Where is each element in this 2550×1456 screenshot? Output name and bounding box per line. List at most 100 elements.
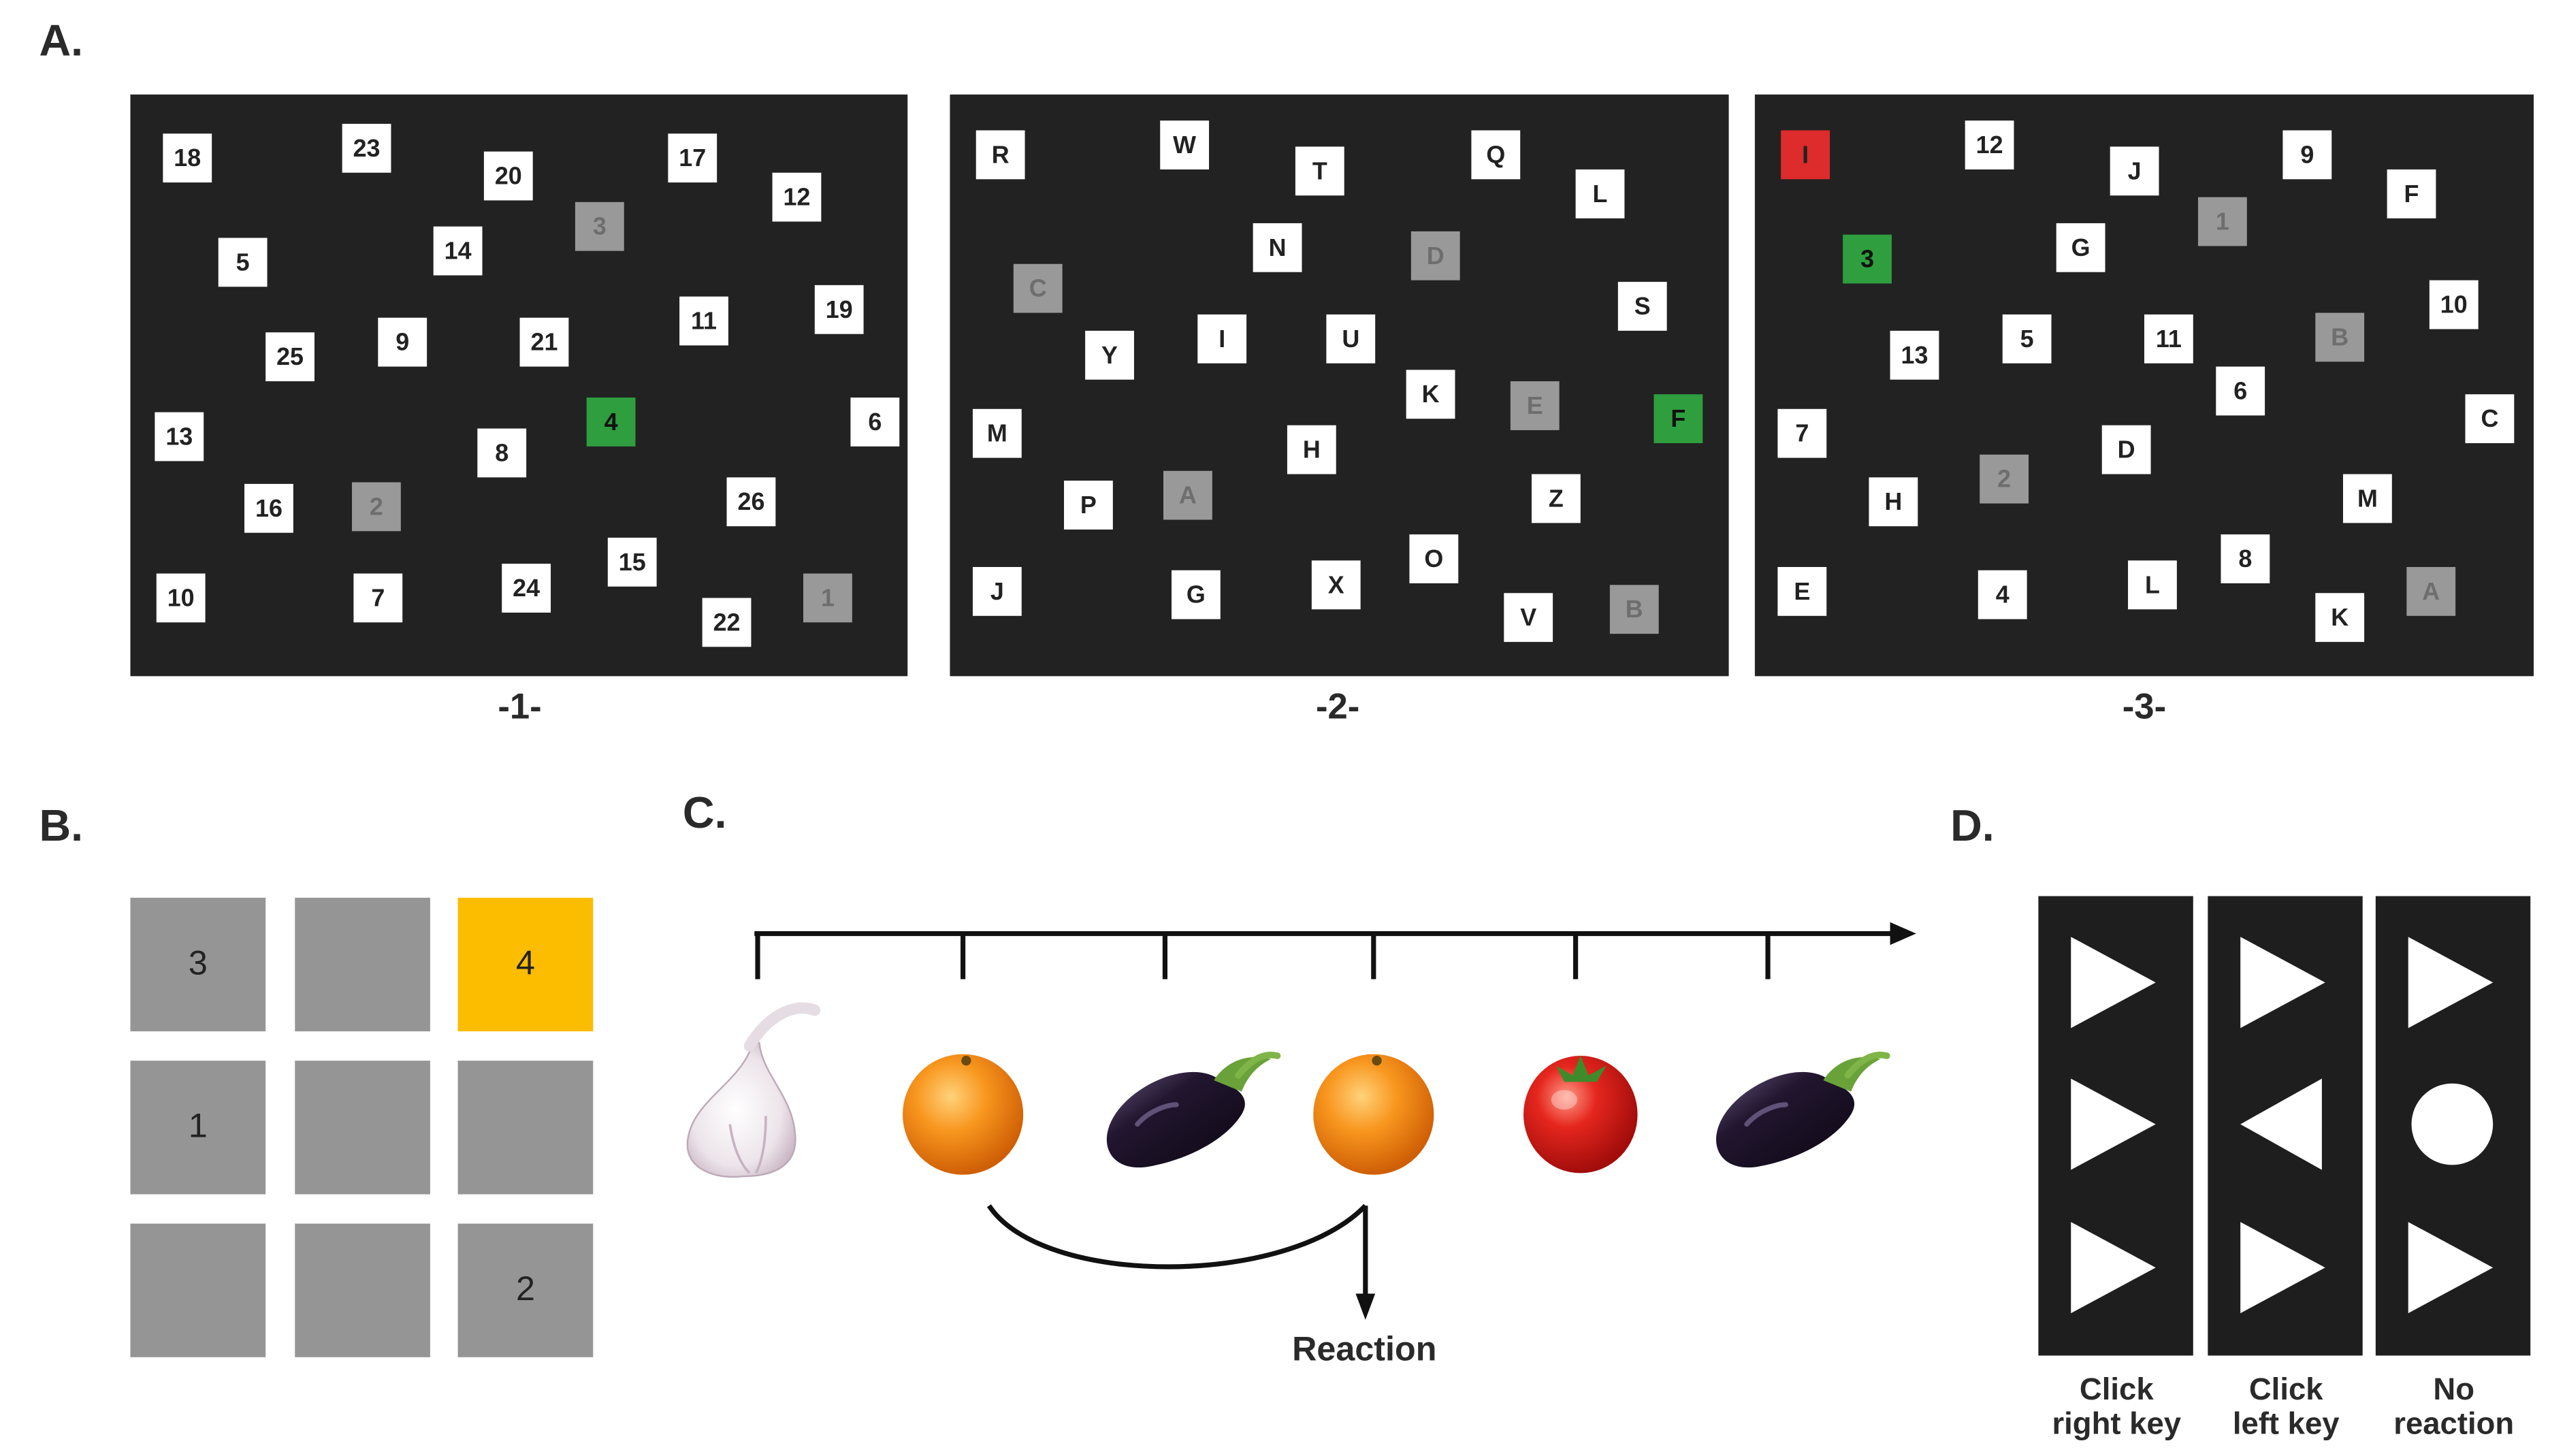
orange-icon [903, 1054, 1024, 1175]
board-3-tile: 10 [2429, 280, 2479, 329]
caption-board-2: -2- [1315, 685, 1360, 727]
board-1-tile: 19 [814, 285, 864, 334]
board-1-tile: 20 [483, 151, 533, 201]
board-1-tile: 6 [850, 398, 900, 447]
triangle-right-icon [2071, 1222, 2156, 1314]
response-caption-line1: Click [2248, 1373, 2323, 1408]
board-3-tile: H [1869, 477, 1918, 527]
board-2-tile: K [1406, 370, 1455, 419]
grid-b-cell [295, 1223, 430, 1357]
board-1-tile: 23 [342, 123, 391, 173]
response-caption-line2: right key [2052, 1408, 2182, 1442]
grid-b-cell [295, 1061, 430, 1195]
board-3-tile: 4 [1978, 570, 2027, 619]
board-2-tile: A [1163, 470, 1212, 520]
panel-label-a: A. [39, 16, 84, 65]
response-caption-line1: Click [2079, 1373, 2154, 1408]
board-3-tile: 3 [1843, 234, 1892, 284]
board-2-tile: N [1253, 223, 1302, 272]
board-3-tile: M [2342, 474, 2392, 523]
board-2-tile: W [1160, 120, 1210, 169]
board-3-tile: 6 [2216, 366, 2265, 416]
caption-board-3: -3- [2122, 685, 2167, 727]
board-3-tile: 11 [2144, 314, 2193, 363]
board-1-tile: 1 [803, 573, 852, 623]
tomato-icon [1523, 1056, 1638, 1174]
board-2-tile: B [1609, 585, 1659, 634]
board-1-tile: 15 [607, 537, 657, 587]
board-1-tile: 24 [502, 564, 551, 613]
triangle-right-icon [2240, 1222, 2325, 1314]
board-3-tile: F [2387, 169, 2436, 219]
board-3-tile: 13 [1890, 330, 1939, 380]
grid-b-cell [130, 1223, 266, 1357]
board-1-tile: 21 [519, 317, 569, 367]
stimulus-column-2 [2208, 896, 2363, 1356]
response-caption-line1: No [2433, 1373, 2475, 1408]
board-2-tile: Y [1085, 330, 1134, 380]
board-1-tile: 9 [378, 317, 427, 367]
board-2-tile: C [1013, 263, 1063, 313]
board-2-tile: F [1653, 394, 1703, 444]
board-1-tile: 13 [155, 412, 204, 462]
board-3-tile: 2 [1980, 454, 2029, 504]
circle-icon [2411, 1083, 2493, 1165]
board-2-tile: O [1409, 534, 1459, 583]
caption-board-1: -1- [498, 685, 542, 727]
grid-b-cell [457, 1061, 594, 1195]
grid-b-cell [295, 897, 430, 1032]
board-3-tile: B [2315, 312, 2365, 362]
board-3-tile: K [2315, 593, 2365, 643]
board-1-tile: 4 [586, 398, 636, 447]
board-1-tile: 12 [772, 172, 822, 222]
board-3-tile: 9 [2282, 130, 2332, 180]
board-2-tile: T [1295, 146, 1344, 196]
board-3-tile: D [2101, 425, 2151, 474]
board-1-tile: 22 [702, 598, 752, 647]
board-1-tile: 17 [668, 133, 717, 183]
board-1-tile: 10 [156, 573, 206, 623]
board-3-tile: G [2056, 223, 2105, 272]
board-1-tile: 16 [244, 483, 293, 533]
grid-b-cell: 3 [130, 897, 266, 1032]
stimulus-column-3 [2375, 896, 2531, 1356]
board-3-tile: L [2128, 560, 2177, 610]
board-3-tile: I [1781, 130, 1830, 180]
response-caption-line2: left key [2232, 1408, 2340, 1442]
grid-b-cell: 1 [130, 1061, 266, 1195]
panel-label-d: D. [1950, 801, 1995, 851]
board-3-tile: 5 [2002, 314, 2052, 363]
board-3-tile: 8 [2221, 534, 2270, 583]
board-2-tile: D [1410, 231, 1460, 280]
board-1-tile: 25 [265, 332, 314, 382]
grid-b-cell: 2 [457, 1223, 594, 1357]
triangle-right-icon [2071, 1078, 2156, 1170]
response-caption-line2: reaction [2393, 1408, 2515, 1442]
board-2-tile: X [1311, 560, 1361, 610]
board-2-tile: U [1326, 314, 1376, 363]
grid-b-cell: 4 [457, 897, 594, 1032]
board-2-tile: Z [1531, 474, 1581, 523]
board-2-tile: H [1287, 425, 1336, 474]
board-1-tile: 5 [218, 238, 268, 287]
board-2-tile: I [1197, 314, 1247, 363]
orange-icon [1313, 1054, 1434, 1175]
board-2-tile: S [1617, 282, 1667, 331]
triangle-right-icon [2240, 937, 2325, 1029]
triangle-right-icon [2071, 937, 2156, 1029]
board-2-tile: G [1171, 570, 1221, 619]
triangle-left-icon [2240, 1078, 2322, 1170]
stimulus-column-1 [2038, 896, 2193, 1356]
board-2-tile: V [1504, 593, 1553, 643]
board-1-tile: 14 [433, 226, 483, 276]
triangle-right-icon [2408, 1222, 2493, 1314]
board-3-tile: A [2406, 566, 2456, 616]
board-1-tile: 8 [477, 428, 527, 478]
board-2-tile: M [972, 408, 1022, 458]
board-3-tile: 12 [1965, 120, 2014, 169]
